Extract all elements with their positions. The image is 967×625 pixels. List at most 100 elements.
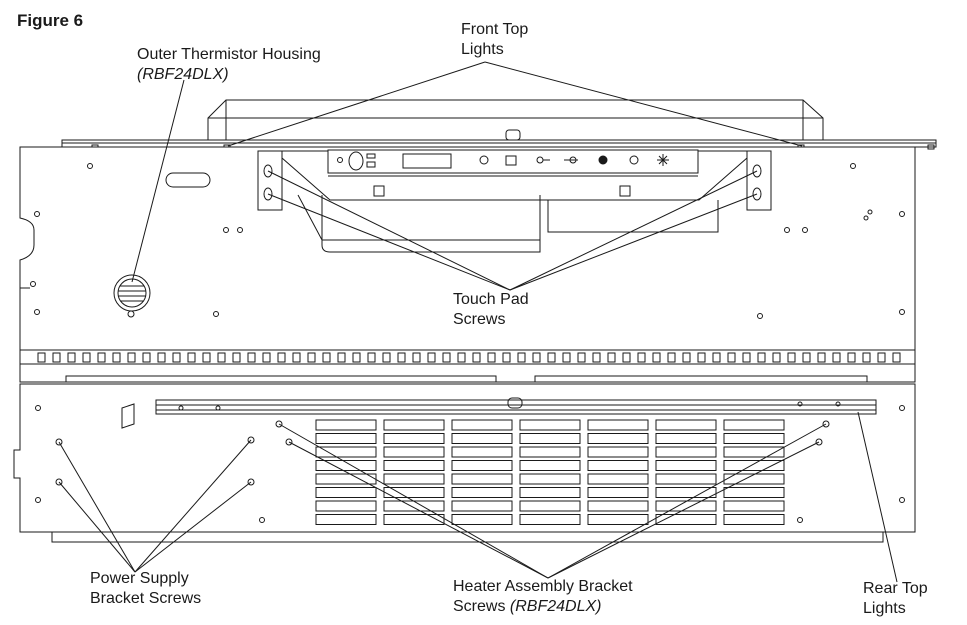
upper-housing — [207, 99, 824, 141]
grille-slot — [519, 487, 581, 498]
lower-panel — [13, 383, 916, 533]
leader-rear-light — [857, 411, 898, 583]
vent-slot — [817, 352, 826, 363]
leader-front-light-right — [484, 61, 803, 147]
grille-slot — [587, 473, 649, 485]
grille-slot — [723, 419, 785, 431]
grille-slot — [451, 419, 513, 431]
vent-slot — [577, 352, 586, 363]
leader-power-2 — [58, 481, 136, 573]
vent-slot — [67, 352, 76, 363]
leader-touchpad-2 — [267, 193, 511, 291]
vent-slot — [667, 352, 676, 363]
vent-slot — [337, 352, 346, 363]
vent-slot — [307, 352, 316, 363]
grille-slot — [587, 446, 649, 458]
vent-slot — [127, 352, 136, 363]
vent-slot — [412, 352, 421, 363]
vent-slot — [892, 352, 901, 363]
grille-slot — [587, 487, 649, 498]
grille-slot — [519, 500, 581, 512]
vent-slot — [457, 352, 466, 363]
grille-slot — [315, 460, 377, 471]
vent-slot — [862, 352, 871, 363]
grille-slot — [723, 487, 785, 498]
vent-slot — [727, 352, 736, 363]
vent-slot — [742, 352, 751, 363]
vent-slot — [562, 352, 571, 363]
vent-slot — [172, 352, 181, 363]
vent-slot — [652, 352, 661, 363]
vent-slot — [187, 352, 196, 363]
vent-slot — [802, 352, 811, 363]
leader-power-3 — [134, 439, 252, 573]
grille-slot — [315, 433, 377, 444]
grille-slot — [451, 473, 513, 485]
leader-heater-4 — [547, 441, 820, 579]
grille-slot — [383, 419, 445, 431]
vent-slot — [847, 352, 856, 363]
grille-slot — [655, 419, 717, 431]
grille-slot — [519, 433, 581, 444]
vent-slot — [322, 352, 331, 363]
grille-slot — [383, 487, 445, 498]
grille-slot — [315, 487, 377, 498]
grille-slot — [315, 514, 377, 525]
grille-slot — [383, 514, 445, 525]
vent-slot — [637, 352, 646, 363]
vent-strip — [19, 349, 916, 365]
vent-slot — [382, 352, 391, 363]
grille-slot — [451, 500, 513, 512]
grille-slot — [723, 446, 785, 458]
vent-slot — [427, 352, 436, 363]
vent-slot — [547, 352, 556, 363]
vent-slot — [262, 352, 271, 363]
vent-slot — [877, 352, 886, 363]
grille-slot — [587, 419, 649, 431]
grille-slot — [655, 460, 717, 471]
vent-slot — [532, 352, 541, 363]
grille-slot — [315, 419, 377, 431]
label-power-supply-screws: Power Supply Bracket Screws — [90, 570, 202, 607]
vent-slot — [607, 352, 616, 363]
leader-power-4 — [134, 481, 252, 573]
vent-slot — [217, 352, 226, 363]
vent-slot — [757, 352, 766, 363]
leader-thermistor — [131, 79, 185, 283]
vent-slot — [787, 352, 796, 363]
vent-slot — [37, 352, 46, 363]
leader-touchpad-3 — [509, 170, 758, 291]
vent-slot — [97, 352, 106, 363]
grille-slot — [315, 500, 377, 512]
grille-slot — [587, 433, 649, 444]
vent-slot — [82, 352, 91, 363]
leader-touchpad-1 — [267, 170, 511, 291]
label-outer-thermistor: Outer Thermistor Housing (RBF24DLX) — [137, 46, 321, 83]
vent-slot — [682, 352, 691, 363]
grille-slot — [315, 446, 377, 458]
vent-slot — [592, 352, 601, 363]
grille-slot — [451, 446, 513, 458]
vent-slot — [352, 352, 361, 363]
grille-slot — [587, 460, 649, 471]
vent-slot — [112, 352, 121, 363]
thermistor-housing — [113, 274, 151, 318]
vent-slot — [142, 352, 151, 363]
vent-slot — [442, 352, 451, 363]
vent-slot — [697, 352, 706, 363]
grille-slot — [451, 514, 513, 525]
vent-slot — [292, 352, 301, 363]
grille-slot — [519, 514, 581, 525]
grille-slot — [519, 446, 581, 458]
leader-heater-1 — [278, 423, 549, 579]
grille-slot — [723, 473, 785, 485]
grille-slot — [655, 433, 717, 444]
vent-slot — [367, 352, 376, 363]
grille-slot — [723, 460, 785, 471]
leader-front-light-left — [227, 61, 486, 147]
grille-slot — [451, 460, 513, 471]
grille-slot — [519, 460, 581, 471]
leader-lines — [58, 61, 898, 583]
